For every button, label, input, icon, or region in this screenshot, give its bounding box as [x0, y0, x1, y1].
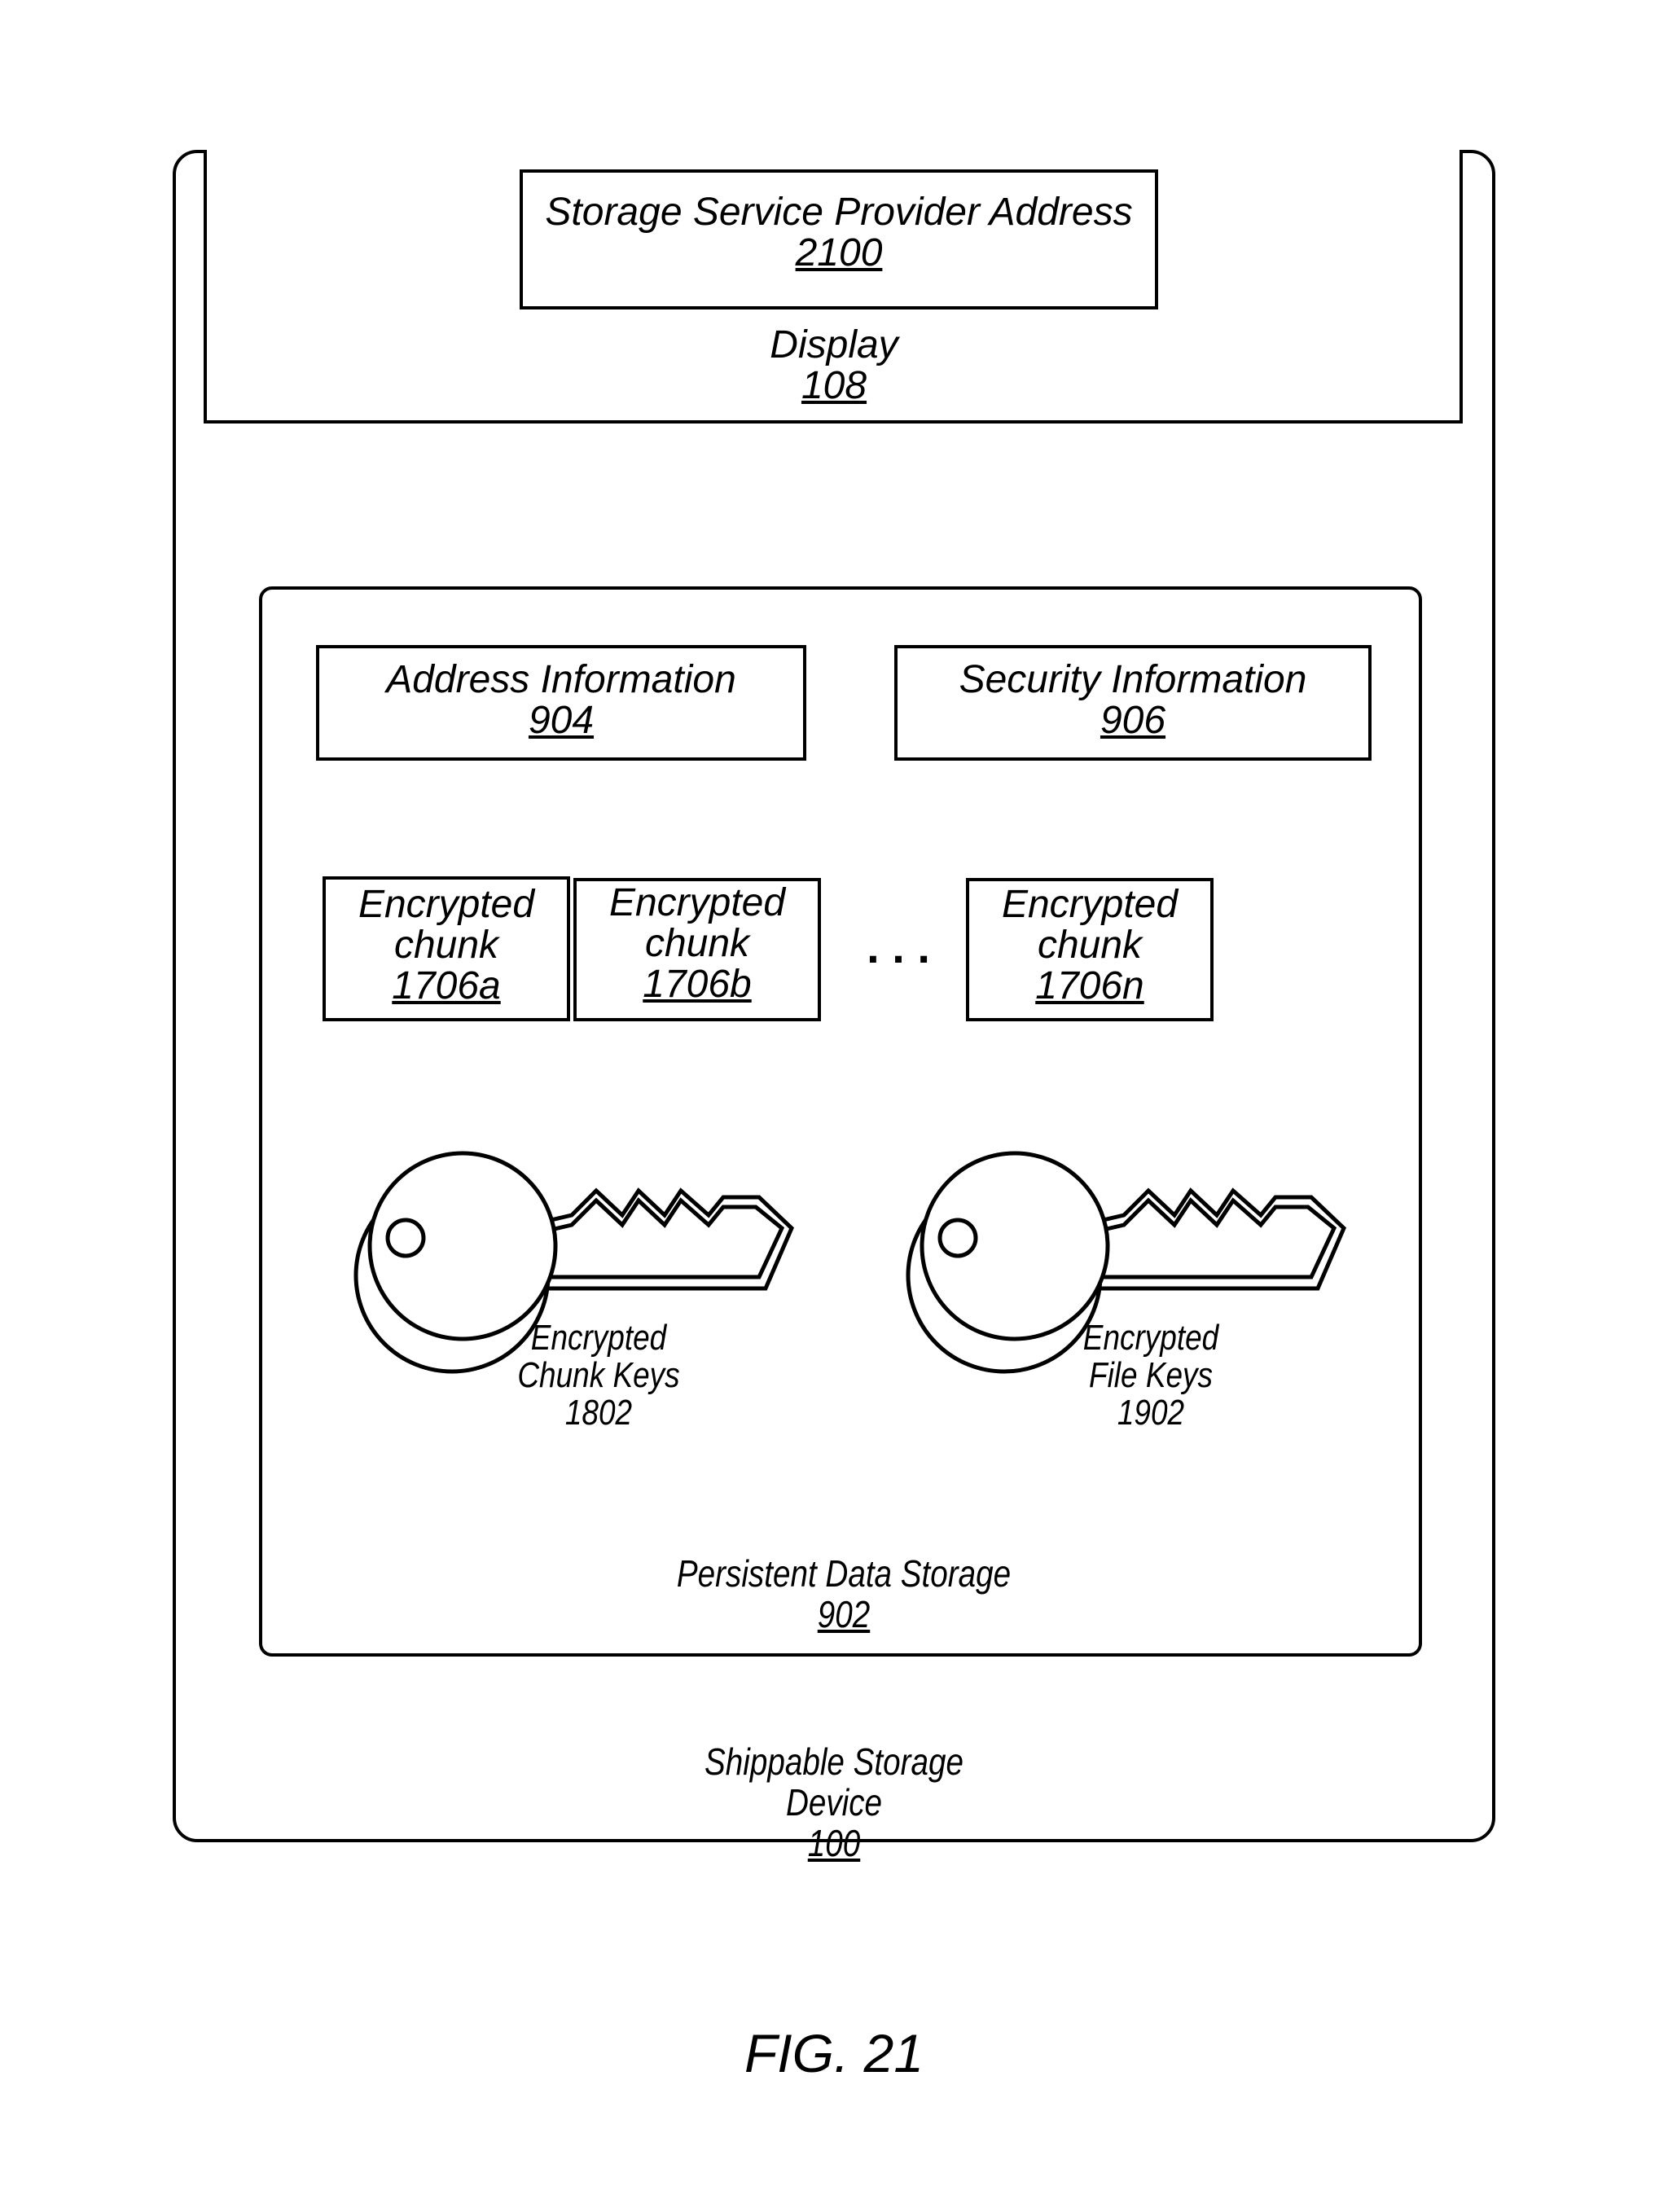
figure-label: FIG. 21	[671, 2025, 997, 2082]
shippable-storage-device-ref: 100	[663, 1823, 1005, 1863]
encrypted-file-keys-label: Encrypted File Keys 1902	[1042, 1319, 1261, 1432]
encrypted-file-keys-ref: 1902	[1042, 1394, 1261, 1432]
encrypted-chunk-keys-ref: 1802	[489, 1394, 709, 1432]
persistent-data-storage-label: Persistent Data Storage 902	[673, 1553, 1015, 1635]
encrypted-chunk-keys-label: Encrypted Chunk Keys 1802	[489, 1319, 709, 1432]
shippable-storage-device-label: Shippable Storage Device 100	[663, 1741, 1005, 1863]
persistent-data-storage-ref: 902	[673, 1594, 1015, 1635]
